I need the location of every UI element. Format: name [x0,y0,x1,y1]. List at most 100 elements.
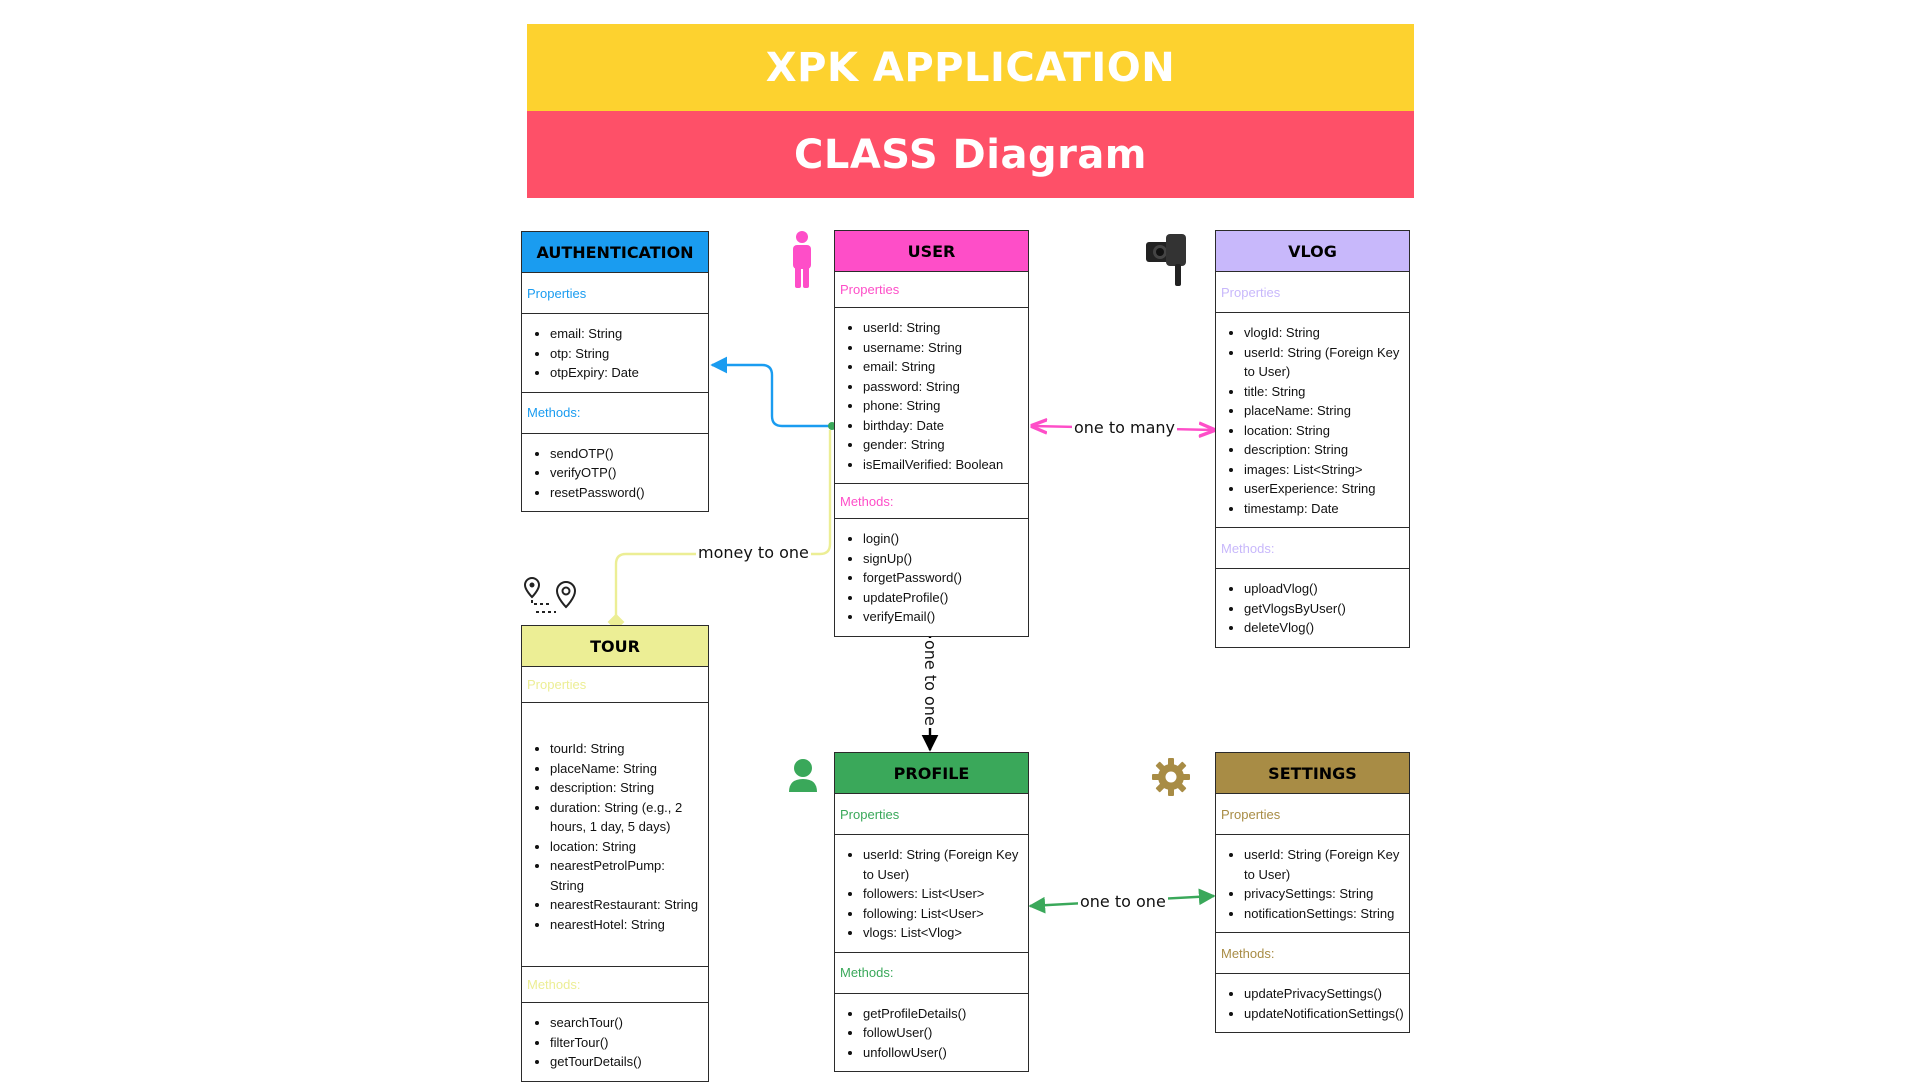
property-item: title: String [1244,382,1403,402]
relation-user-tour: money to one [696,543,811,562]
method-item: unfollowUser() [863,1043,1022,1063]
property-item: description: String [550,778,702,798]
property-item: otpExpiry: Date [550,363,702,383]
method-item: verifyOTP() [550,463,702,483]
property-list: userId: String (Foreign Key to User) fol… [835,835,1028,953]
property-item: userId: String [863,318,1022,338]
property-item: userId: String (Foreign Key to User) [863,845,1022,884]
property-item: phone: String [863,396,1022,416]
property-item: nearestPetrolPump: String [550,856,702,895]
relation-user-vlog: one to many [1072,418,1178,437]
map-route-icon [523,576,577,613]
property-item: location: String [550,837,702,857]
method-item: getVlogsByUser() [1244,599,1403,619]
properties-label: Properties [1216,272,1409,313]
class-user: USER Properties userId: String username:… [834,230,1029,637]
methods-label: Methods: [835,953,1028,994]
method-item: getProfileDetails() [863,1004,1022,1024]
properties-label: Properties [522,667,708,703]
method-item: updateProfile() [863,588,1022,608]
property-item: timestamp: Date [1244,499,1403,519]
property-item: location: String [1244,421,1403,441]
property-item: gender: String [863,435,1022,455]
auth-user-link [710,356,832,428]
property-item: images: List<String> [1244,460,1403,480]
property-item: followers: List<User> [863,884,1022,904]
properties-label: Properties [835,272,1028,308]
relation-user-profile: one to one [921,638,940,728]
person-icon [793,231,811,288]
properties-label: Properties [1216,794,1409,835]
class-profile: PROFILE Properties userId: String (Forei… [834,752,1029,1072]
class-title: AUTHENTICATION [522,232,708,273]
class-tour: TOUR Properties tourId: String placeName… [521,625,709,1082]
method-item: signUp() [863,549,1022,569]
methods-label: Methods: [1216,933,1409,974]
class-title: TOUR [522,626,708,667]
gear-icon [1152,758,1190,796]
property-item: email: String [863,357,1022,377]
method-item: forgetPassword() [863,568,1022,588]
property-item: password: String [863,377,1022,397]
diagram-subtitle-banner: CLASS Diagram [527,111,1414,198]
property-list: email: String otp: String otpExpiry: Dat… [522,314,708,393]
method-item: login() [863,529,1022,549]
method-item: verifyEmail() [863,607,1022,627]
methods-label: Methods: [522,967,708,1003]
class-title: VLOG [1216,231,1409,272]
method-list: updatePrivacySettings() updateNotificati… [1216,974,1409,1032]
property-item: userExperience: String [1244,479,1403,499]
property-item: nearestRestaurant: String [550,895,702,915]
property-item: username: String [863,338,1022,358]
property-item: email: String [550,324,702,344]
camera-icon [1146,234,1186,286]
properties-label: Properties [835,794,1028,835]
method-list: searchTour() filterTour() getTourDetails… [522,1003,708,1081]
class-title: SETTINGS [1216,753,1409,794]
property-item: userId: String (Foreign Key to User) [1244,845,1403,884]
method-item: updatePrivacySettings() [1244,984,1403,1004]
property-item: privacySettings: String [1244,884,1403,904]
relation-profile-settings: one to one [1078,892,1168,911]
method-list: getProfileDetails() followUser() unfollo… [835,994,1028,1072]
property-item: placeName: String [550,759,702,779]
method-item: followUser() [863,1023,1022,1043]
property-list: vlogId: String userId: String (Foreign K… [1216,313,1409,528]
property-item: nearestHotel: String [550,915,702,935]
method-item: resetPassword() [550,483,702,503]
method-list: sendOTP() verifyOTP() resetPassword() [522,434,708,512]
property-item: userId: String (Foreign Key to User) [1244,343,1403,382]
method-item: updateNotificationSettings() [1244,1004,1404,1024]
class-settings: SETTINGS Properties userId: String (Fore… [1215,752,1410,1033]
user-avatar-icon [789,759,817,792]
property-list: tourId: String placeName: String descrip… [522,703,708,967]
app-title-banner: XPK APPLICATION [527,24,1414,111]
method-item: filterTour() [550,1033,702,1053]
properties-label: Properties [522,273,708,314]
method-item: searchTour() [550,1013,702,1033]
methods-label: Methods: [522,393,708,434]
property-list: userId: String username: String email: S… [835,308,1028,484]
class-title: PROFILE [835,753,1028,794]
method-item: uploadVlog() [1244,579,1403,599]
property-item: isEmailVerified: Boolean [863,455,1022,475]
property-item: vlogs: List<Vlog> [863,923,1022,943]
method-list: login() signUp() forgetPassword() update… [835,519,1028,636]
method-item: deleteVlog() [1244,618,1403,638]
property-item: birthday: Date [863,416,1022,436]
property-item: following: List<User> [863,904,1022,924]
method-item: getTourDetails() [550,1052,702,1072]
property-item: tourId: String [550,739,702,759]
class-title: USER [835,231,1028,272]
property-item: duration: String (e.g., 2 hours, 1 day, … [550,798,702,837]
property-item: otp: String [550,344,702,364]
methods-label: Methods: [835,484,1028,519]
property-list: userId: String (Foreign Key to User) pri… [1216,835,1409,933]
property-item: description: String [1244,440,1403,460]
methods-label: Methods: [1216,528,1409,569]
class-vlog: VLOG Properties vlogId: String userId: S… [1215,230,1410,648]
property-item: notificationSettings: String [1244,904,1403,924]
property-item: vlogId: String [1244,323,1403,343]
property-item: placeName: String [1244,401,1403,421]
method-item: sendOTP() [550,444,702,464]
